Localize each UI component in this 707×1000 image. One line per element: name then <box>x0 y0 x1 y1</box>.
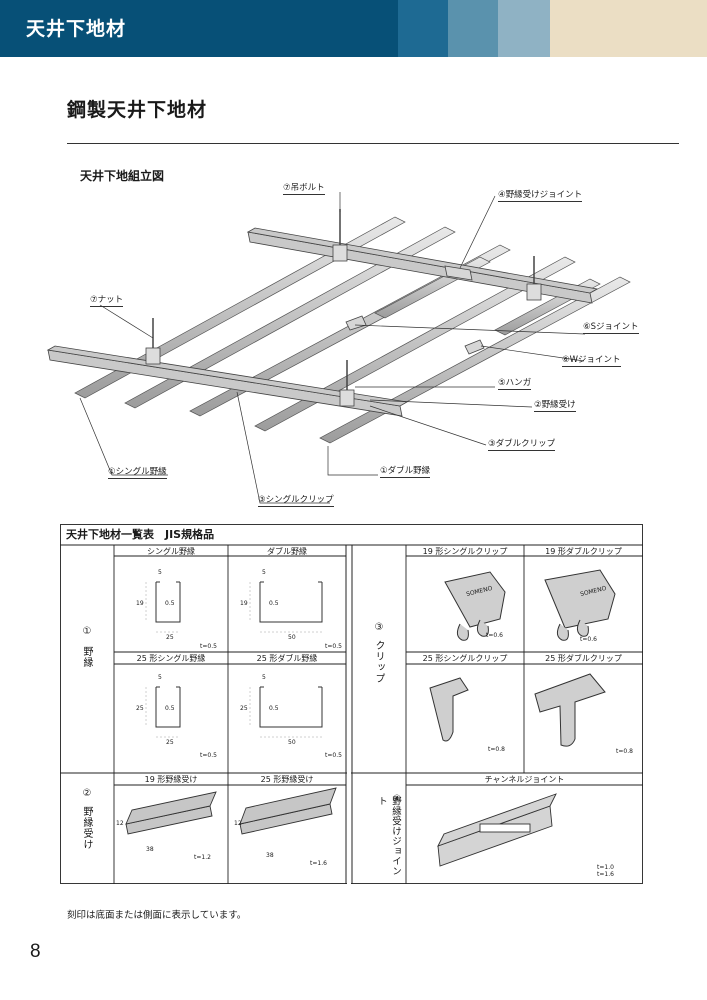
bar-dim-t-1: 0.5 <box>165 600 175 607</box>
clip-section-name: クリップ <box>373 640 384 684</box>
bar-section-name: 野縁 <box>81 646 92 668</box>
label-single-bar: ①シングル野縁 <box>108 467 167 479</box>
bar-dim-flange-3: 5 <box>158 674 162 681</box>
bar-dim-t-2: 0.5 <box>269 600 279 607</box>
bar-dim-s25-w: 25 <box>166 739 174 746</box>
label-hanging-bolt: ⑦吊ボルト <box>283 183 325 195</box>
bar-dim-d25-w: 50 <box>288 739 296 746</box>
runner-section-name: 野縁受け <box>81 806 92 850</box>
clip-single19-t: t=0.6 <box>486 632 503 639</box>
bar-dim-flange-4: 5 <box>262 674 266 681</box>
label-hanger: ⑤ハンガ <box>498 378 532 390</box>
header-title: 天井下地材 <box>26 18 127 40</box>
assembly-title: 天井下地組立図 <box>80 169 165 183</box>
header-color-band-3 <box>498 0 550 57</box>
table-title: 天井下地材一覧表 JIS規格品 <box>66 528 215 541</box>
label-runner-joint: ④野縁受けジョイント <box>498 190 583 202</box>
channel-joint-t1: t=1.0 <box>597 864 614 871</box>
label-w-joint: ⑥Wジョイント <box>562 355 621 367</box>
bar-section-number: ① <box>82 626 92 637</box>
runner-25-width: 38 <box>266 852 274 859</box>
footnote: 刻印は底面または側面に表示しています。 <box>67 910 247 921</box>
bar-dim-t-4: 0.5 <box>269 705 279 712</box>
runner-25-t: t=1.6 <box>310 860 327 867</box>
title-divider <box>67 143 679 144</box>
bar-dim-s19-w: 25 <box>166 634 174 641</box>
bar-single25-t: t=0.5 <box>200 752 217 759</box>
runner-19-height: 12 <box>116 820 124 827</box>
assembly-diagram <box>46 192 631 504</box>
bar-double25-label: 25 形ダブル野縁 <box>256 654 318 663</box>
channel-joint-label: チャンネルジョイント <box>484 775 565 784</box>
header-color-band-2 <box>448 0 498 57</box>
bar-dim-d19-h: 19 <box>240 600 248 607</box>
label-runner: ②野縁受け <box>534 400 576 412</box>
runner-25-height: 12 <box>234 820 242 827</box>
label-s-joint: ⑥Sジョイント <box>583 322 639 334</box>
runner-section-number: ② <box>82 788 92 799</box>
bar-double19-t: t=0.5 <box>325 643 342 650</box>
label-double-clip: ③ダブルクリップ <box>488 439 556 451</box>
bar-dim-flange-1: 5 <box>158 569 162 576</box>
clip-double19-label: 19 形ダブルクリップ <box>545 547 622 556</box>
joint-section-name: 野縁受けジョイント <box>376 796 401 876</box>
bar-dim-t-3: 0.5 <box>165 705 175 712</box>
page-title: 鋼製天井下地材 <box>67 99 208 121</box>
joint-section-number: ④ <box>392 794 402 805</box>
bar-single25-label: 25 形シングル野縁 <box>136 654 206 663</box>
header-color-band-4 <box>550 0 707 57</box>
bar-single19-t: t=0.5 <box>200 643 217 650</box>
clip-double19-t: t=0.6 <box>580 636 597 643</box>
channel-joint-t2: t=1.6 <box>597 871 614 878</box>
clip-double25-label: 25 形ダブルクリップ <box>545 654 622 663</box>
bar-dim-d25-h: 25 <box>240 705 248 712</box>
spec-table: 天井下地材一覧表 JIS規格品 ① 野縁 シングル野縁 ダブル野縁 25 形シン… <box>60 524 643 884</box>
label-double-bar: ①ダブル野縁 <box>380 466 431 478</box>
runner-19-t: t=1.2 <box>194 854 211 861</box>
bar-dim-flange-2: 5 <box>262 569 266 576</box>
page-number: 8 <box>30 941 41 962</box>
clip-single25-t: t=0.8 <box>488 746 505 753</box>
bar-dim-s25-h: 25 <box>136 705 144 712</box>
clip-section-number: ③ <box>374 622 384 633</box>
header-color-band-1 <box>398 0 448 57</box>
label-nut: ⑦ナット <box>90 295 124 307</box>
table-grid <box>60 524 643 884</box>
clip-single19-label: 19 形シングルクリップ <box>422 547 508 556</box>
bar-dim-d19-w: 50 <box>288 634 296 641</box>
clip-single25-label: 25 形シングルクリップ <box>422 654 508 663</box>
bar-double19-label: ダブル野縁 <box>267 547 307 556</box>
bar-single19-label: シングル野縁 <box>147 547 195 556</box>
runner-25-label: 25 形野縁受け <box>260 775 314 784</box>
bar-dim-s19-h: 19 <box>136 600 144 607</box>
clip-double25-t: t=0.8 <box>616 748 633 755</box>
label-single-clip: ③シングルクリップ <box>258 495 334 507</box>
bar-double25-t: t=0.5 <box>325 752 342 759</box>
runner-19-label: 19 形野縁受け <box>144 775 198 784</box>
runner-19-width: 38 <box>146 846 154 853</box>
